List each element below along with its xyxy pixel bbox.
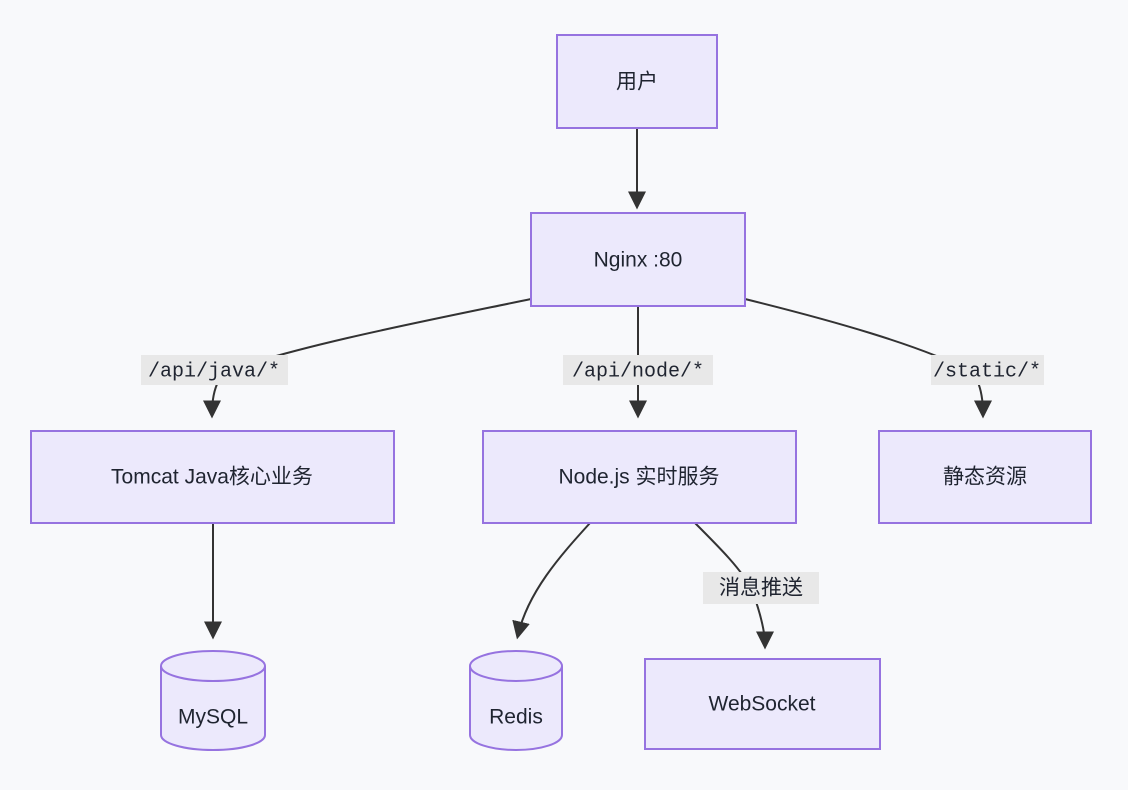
edges-layer [203,128,992,650]
node-websocket-label: WebSocket [709,693,816,716]
edge-labels-layer: /api/java/* /api/node/* /static/* 消息推送 [141,355,1044,604]
edge-label-api-java-text: /api/java/* [148,360,280,383]
node-mysql[interactable]: MySQL [160,650,266,751]
edge-node-to-redis [512,522,591,640]
edge-label-static-text: /static/* [933,360,1041,383]
edge-label-api-java: /api/java/* [141,355,288,385]
node-nodejs-label: Node.js 实时服务 [558,466,719,489]
edge-label-message-push-text: 消息推送 [719,577,803,600]
node-user[interactable]: 用户 [556,34,718,129]
node-websocket[interactable]: WebSocket [644,658,881,750]
node-redis[interactable]: Redis [469,650,563,751]
node-nginx[interactable]: Nginx :80 [530,212,746,307]
node-static-assets[interactable]: 静态资源 [878,430,1092,524]
edge-label-message-push: 消息推送 [703,572,819,604]
node-redis-label: Redis [489,706,543,729]
edge-label-api-node-text: /api/node/* [572,360,704,383]
node-mysql-label: MySQL [178,706,248,729]
node-tomcat-label: Tomcat Java核心业务 [111,466,313,489]
nodes-layer: 用户 Nginx :80 Tomcat Java核心业务 Node.js 实时服… [30,34,1092,751]
edge-label-api-node: /api/node/* [563,355,713,385]
edge-label-static: /static/* [931,355,1044,385]
node-tomcat[interactable]: Tomcat Java核心业务 [30,430,395,524]
node-nodejs[interactable]: Node.js 实时服务 [482,430,797,524]
node-nginx-label: Nginx :80 [594,249,683,272]
edge-nginx-to-tomcat [203,298,532,419]
node-static-assets-label: 静态资源 [943,466,1027,489]
node-user-label: 用户 [616,71,658,94]
